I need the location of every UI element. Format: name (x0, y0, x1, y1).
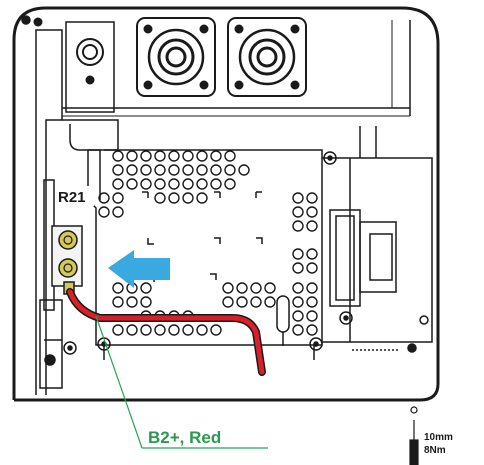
pcb-holes (98, 150, 318, 336)
pcb-hole (306, 206, 318, 218)
pcb-hole (250, 282, 262, 294)
pcb-hole (196, 178, 208, 190)
pcb-hole (168, 192, 180, 204)
pcb-hole (140, 150, 152, 162)
pcb-hole (306, 296, 318, 308)
pcb-hole (292, 282, 304, 294)
pcb-hole (210, 150, 222, 162)
pcb-hole (182, 150, 194, 162)
pcb-hole (140, 324, 152, 336)
comm-board (322, 126, 433, 351)
pcb-hole (292, 220, 304, 232)
pcb-hole (112, 324, 124, 336)
callout-line (95, 315, 143, 449)
pcb-hole (126, 150, 138, 162)
pcb-hole (210, 178, 222, 190)
pcb-hole (196, 164, 208, 176)
fuse-clip (276, 295, 290, 346)
torque-wrench-icon (409, 406, 419, 465)
pcb-hole (292, 324, 304, 336)
pcb-hole (250, 296, 262, 308)
pcb-hole (140, 282, 152, 294)
pcb-hole (182, 164, 194, 176)
pcb-hole (224, 164, 236, 176)
insert-arrow (108, 250, 170, 288)
pcb-hole (112, 178, 124, 190)
dc-connector-left (136, 17, 216, 97)
pcb-hole (168, 178, 180, 190)
pcb-hole (222, 296, 234, 308)
pcb-hole (112, 164, 124, 176)
red-cable-core (67, 289, 265, 375)
pcb-hole (306, 282, 318, 294)
pcb-hole (168, 150, 180, 162)
pcb-hole (196, 324, 208, 336)
pcb-hole (140, 178, 152, 190)
pcb-hole (306, 324, 318, 336)
pcb-hole (182, 178, 194, 190)
pcb-hole (126, 178, 138, 190)
pcb-hole (112, 282, 124, 294)
pcb-hole (182, 324, 194, 336)
pcb-hole (238, 164, 250, 176)
tool-torque: 8Nm (424, 445, 446, 456)
pcb-hole (112, 296, 124, 308)
pcb-hole (196, 150, 208, 162)
pcb-hole (154, 178, 166, 190)
pcb-hole (236, 282, 248, 294)
pcb-hole (292, 206, 304, 218)
pcb-hole (154, 192, 166, 204)
ground-screw (33, 17, 115, 113)
pcb-hole (264, 296, 276, 308)
pcb-hole (154, 164, 166, 176)
pcb-hole (210, 324, 222, 336)
pcb-hole (140, 296, 152, 308)
pcb-hole (196, 192, 208, 204)
pcb-hole (224, 178, 236, 190)
enclosure (12, 6, 440, 402)
pcb-hole (182, 192, 194, 204)
pcb-hole (292, 310, 304, 322)
pcb-hole (306, 220, 318, 232)
pcb-hole (140, 164, 152, 176)
cable-label: B2+, Red (148, 428, 221, 447)
pcb-hole (306, 310, 318, 322)
pcb-hole (306, 192, 318, 204)
pcb-hole (112, 206, 124, 218)
pcb-hole (292, 248, 304, 260)
pcb-hole (292, 192, 304, 204)
pcb-hole (224, 150, 236, 162)
terminal-label-bg (56, 186, 94, 206)
pcb-hole (126, 296, 138, 308)
pcb-hole (292, 262, 304, 274)
dc-connector-right (227, 17, 307, 97)
pcb-hole (112, 150, 124, 162)
mounting-marks (142, 191, 263, 282)
pcb-hole (264, 282, 276, 294)
pcb-hole (168, 324, 180, 336)
pcb-hole (126, 164, 138, 176)
pcb-hole (98, 192, 110, 204)
pcb-hole (222, 282, 234, 294)
pcb-hole (306, 262, 318, 274)
pcb-hole (126, 324, 138, 336)
tool-size: 10mm (424, 432, 453, 443)
pcb-hole (292, 296, 304, 308)
pcb-hole (154, 324, 166, 336)
terminal-screws (51, 225, 83, 295)
pcb-hole (306, 248, 318, 260)
pcb-hole (154, 150, 166, 162)
pcb-hole (112, 192, 124, 204)
pcb-hole (210, 164, 222, 176)
pcb-hole (236, 296, 248, 308)
terminal-label: R21 (58, 189, 86, 206)
pcb-hole (98, 206, 110, 218)
pcb-hole (168, 164, 180, 176)
